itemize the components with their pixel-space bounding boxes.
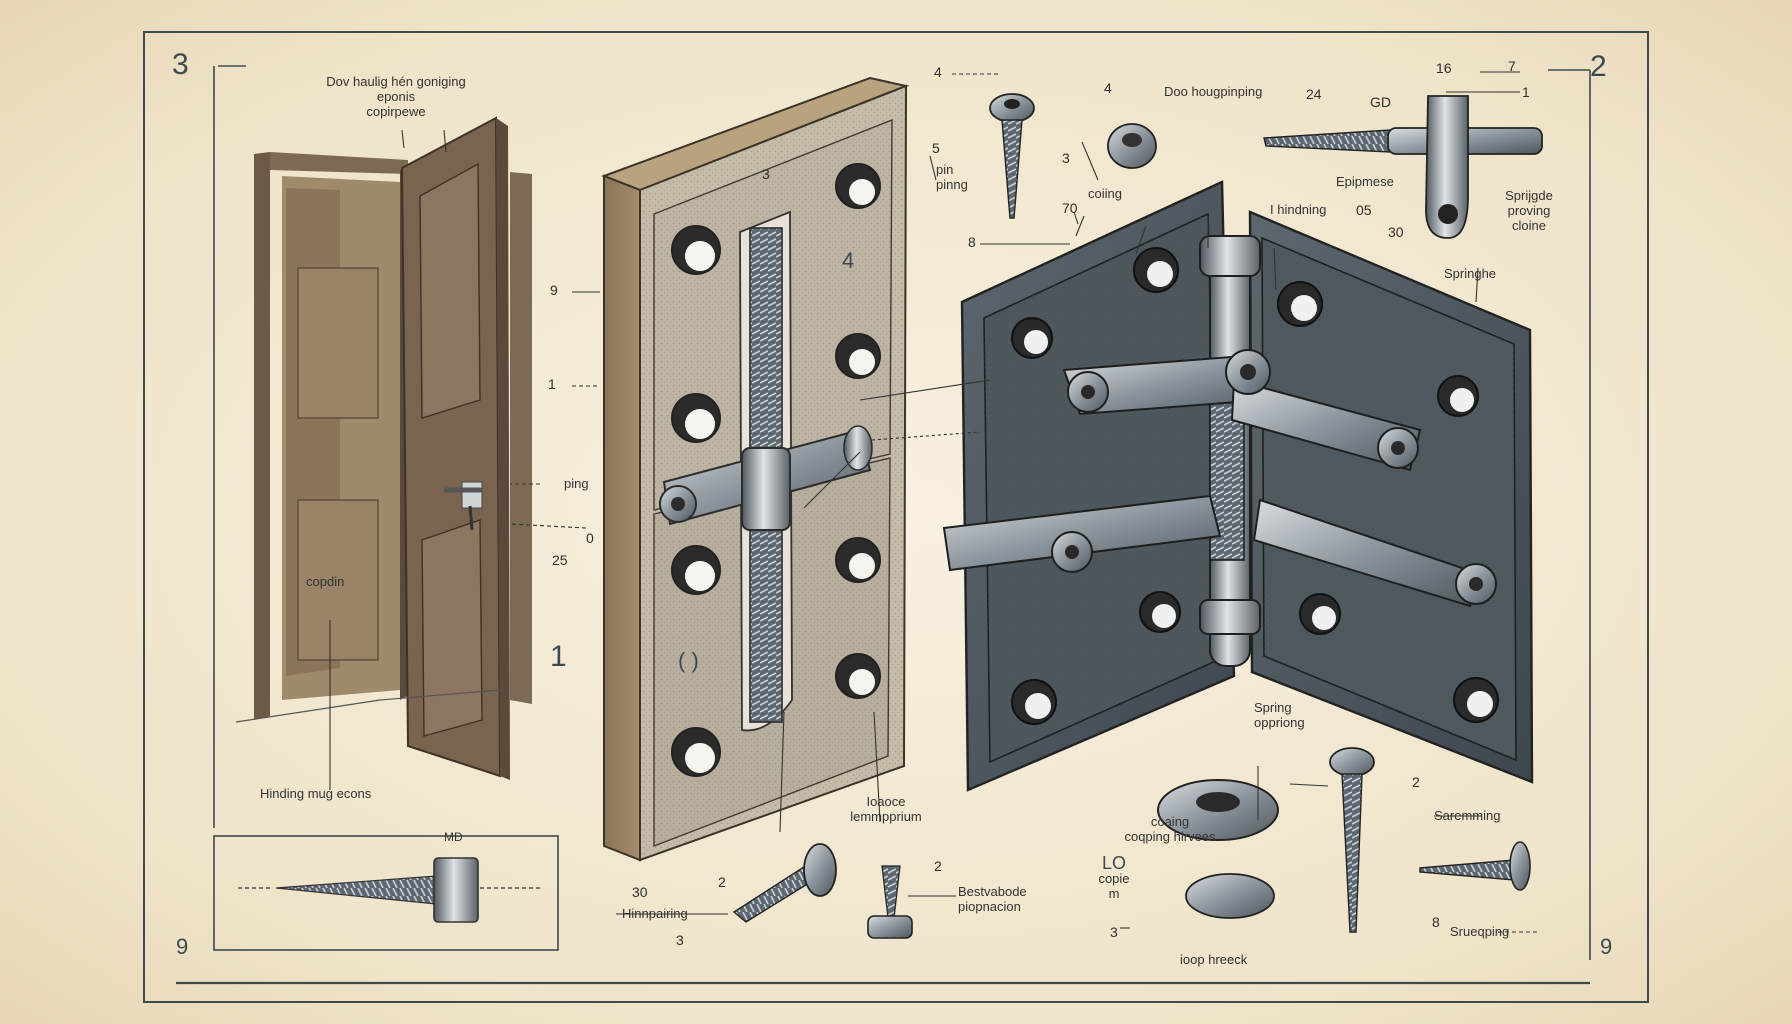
label-bestvadode-line2: piopnacion	[958, 899, 1021, 914]
number-label: 1	[1522, 84, 1530, 100]
figure-number-one: 1	[550, 640, 567, 673]
label-springe-line2: proving	[1507, 203, 1551, 218]
number-label: 1	[548, 376, 556, 392]
label-m: m	[1108, 886, 1120, 901]
label-inset-tag: MD	[444, 830, 463, 844]
screw-top-center	[989, 93, 1035, 219]
number-label: 7	[1508, 58, 1516, 74]
label-sruqeping: Srueqping	[1450, 924, 1510, 939]
washer-bottom	[1157, 779, 1279, 919]
screw-bottom-center	[732, 843, 837, 923]
number-label: 25	[552, 552, 568, 568]
label-coating-line1: coaing	[1150, 814, 1190, 829]
number-label: 3	[762, 166, 770, 182]
number-label: 2	[934, 858, 942, 874]
label-door-hanging: Dov haulig hén goniging eponis copirpewe	[312, 74, 480, 119]
corner-number-top-left: 3	[172, 48, 189, 81]
label-spring-opprieng: Spring oppriong	[1254, 700, 1305, 730]
label-copie: copie	[1098, 871, 1130, 886]
label-pin-spring: pin pinng	[936, 162, 968, 192]
number-label: 30	[1388, 224, 1404, 240]
label-pin: pin	[936, 162, 954, 177]
number-label: 4	[934, 64, 942, 80]
label-spring-line1: Spring	[1254, 700, 1292, 715]
label-door-hanging-line3: copirpewe	[366, 104, 426, 119]
label-coating-line2: coqping hirvees	[1124, 829, 1216, 844]
number-label: 8	[968, 234, 976, 250]
label-doo-hougping: Doo hougpinping	[1164, 84, 1263, 99]
number-label: 3	[1062, 150, 1070, 166]
label-lo-copie: LO copie m	[1094, 853, 1134, 901]
corner-number-bottom-left: 9	[176, 934, 189, 959]
bracket-screw-top-right	[1263, 95, 1543, 239]
number-label: 2	[1412, 774, 1420, 790]
corner-number-top-right: 2	[1590, 50, 1607, 83]
mortise-plate-illustration	[601, 76, 910, 862]
corner-number-bottom-right: 9	[1600, 934, 1613, 959]
spring-hinge-illustration	[942, 180, 1534, 792]
number-label: GD	[1370, 94, 1391, 110]
number-label: 5	[932, 140, 940, 156]
number-label: 0	[586, 530, 594, 546]
door-frame-illustration	[235, 116, 532, 780]
number-label: 4	[1104, 80, 1112, 96]
label-springhe: Springhe	[1444, 266, 1497, 281]
label-house-line1: Ioaoce	[866, 794, 906, 809]
number-label: 2	[718, 874, 726, 890]
label-coating-hinges: coaing coqping hirvees	[1110, 814, 1230, 844]
number-label: 3	[1110, 924, 1118, 940]
number-label: 9	[550, 282, 558, 298]
label-epiprnese: Epipmese	[1336, 174, 1394, 189]
number-label: 05	[1356, 202, 1372, 218]
label-hindning: I hindning	[1270, 202, 1327, 217]
label-house-line2: lemmpprium	[850, 809, 922, 824]
label-spring-line2: oppriong	[1254, 715, 1305, 730]
number-label: 24	[1306, 86, 1322, 102]
screw-small-bottom	[867, 865, 913, 939]
label-joop-hreeck: ioop hreeck	[1180, 952, 1248, 967]
label-hinnpairing: Hinnpairing	[622, 906, 688, 921]
label-pinng: pinng	[936, 177, 968, 192]
label-copdin: copdin	[306, 574, 345, 589]
label-bestvadode-line1: Bestvabode	[958, 884, 1027, 899]
label-hinding-mug: Hinding mug econs	[260, 786, 372, 801]
number-label: 3	[676, 932, 684, 948]
label-springe-line3: cloine	[1512, 218, 1546, 233]
number-label: 30	[632, 884, 648, 900]
label-house-lemmp: Ioaoce lemmpprium	[838, 794, 934, 824]
screw-bottom-right-tall	[1329, 747, 1375, 933]
label-springe-right: Sprijgde proving cloine	[1484, 188, 1574, 233]
washer-top	[1107, 123, 1157, 169]
label-saremming: Saremming	[1434, 808, 1501, 823]
label-lo: LO	[1101, 853, 1126, 873]
label-bestvadode: Bestvabode piopnacion	[958, 884, 1027, 914]
label-coiling: coiing	[1088, 186, 1122, 201]
number-label: 16	[1436, 60, 1452, 76]
number-label: 4	[842, 248, 855, 273]
number-label: 8	[1432, 914, 1440, 930]
screw-bottom-right-horizontal	[1419, 841, 1531, 891]
inset-screw-illustration	[238, 857, 540, 923]
number-label: 70	[1062, 200, 1078, 216]
label-door-hanging-line2: eponis	[376, 89, 416, 104]
label-ping: ping	[564, 476, 589, 491]
label-springe-line1: Sprijgde	[1505, 188, 1553, 203]
number-label: ( )	[678, 648, 699, 673]
label-door-hanging-line1: Dov haulig hén goniging	[326, 74, 466, 89]
